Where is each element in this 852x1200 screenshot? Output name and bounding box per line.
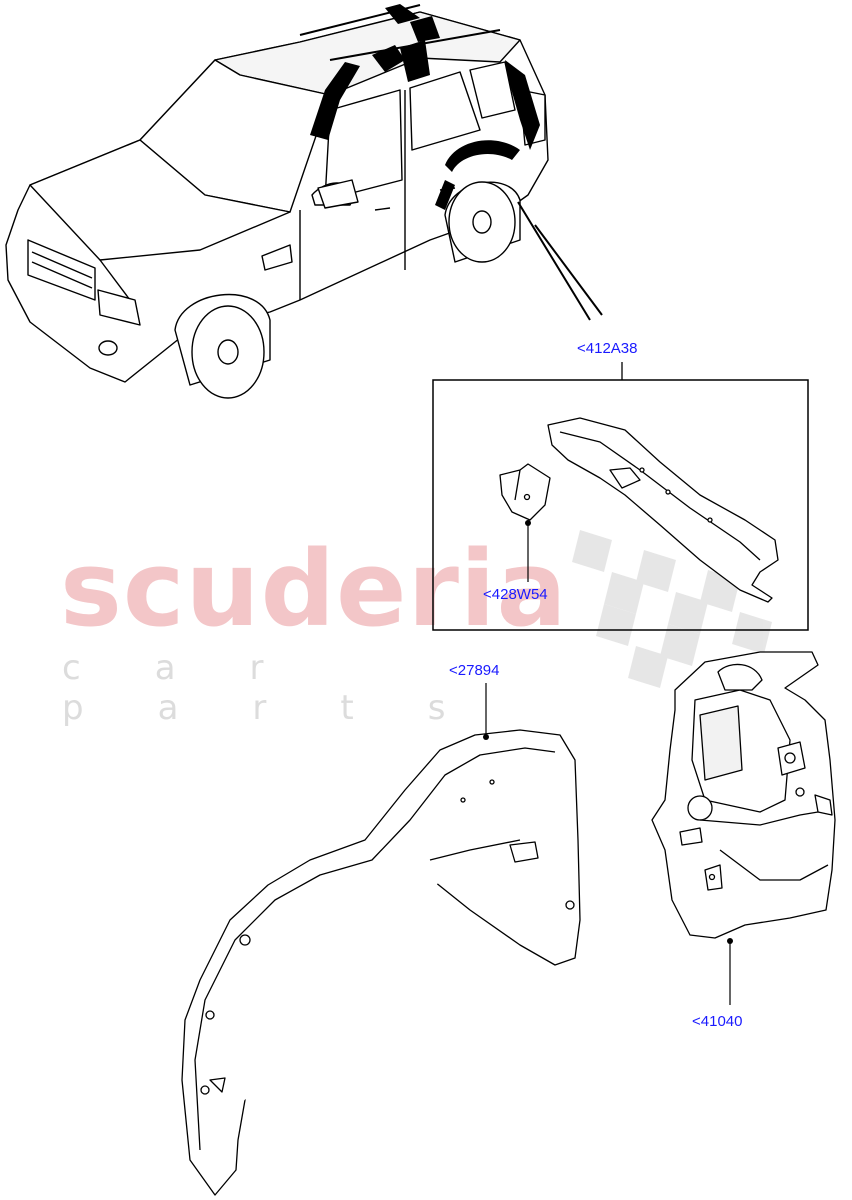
front-liner-leader-dot: [483, 734, 489, 740]
callout-rear-liner[interactable]: <41040: [692, 1013, 743, 1030]
highlighted-panels: [310, 4, 540, 210]
callout-group-box[interactable]: <412A38: [577, 340, 638, 357]
front-wheelarch-liner[interactable]: [181, 729, 581, 1196]
watermark-tagline: car parts: [62, 648, 520, 728]
checker-flag-icon: [572, 530, 772, 688]
car-leader-line-b: [534, 224, 603, 316]
callout-front-liner[interactable]: <27894: [449, 662, 500, 679]
bracket-part-small[interactable]: [499, 463, 551, 521]
rear-liner-leader-dot: [727, 938, 733, 944]
callout-small-bracket[interactable]: <428W54: [483, 586, 548, 603]
small-bracket-leader-dot: [525, 520, 531, 526]
car-leader-line-a: [517, 201, 591, 321]
vehicle-illustration: [5, 4, 549, 399]
rear-wheelarch-liner[interactable]: [651, 651, 836, 939]
bracket-part-long[interactable]: [547, 417, 779, 603]
group-box: [432, 379, 809, 631]
